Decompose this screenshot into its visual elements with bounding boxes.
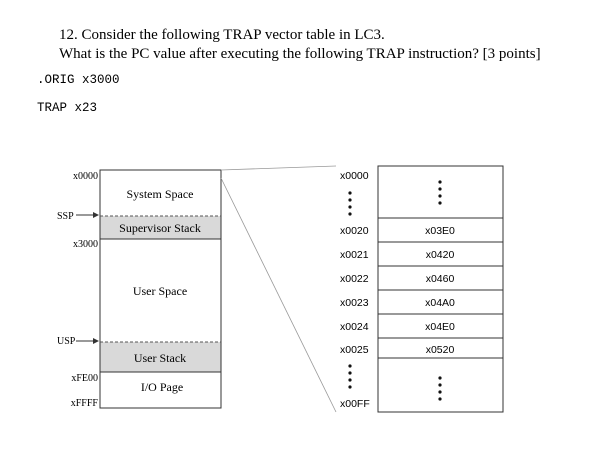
- address-x3000: x3000: [73, 239, 98, 250]
- vector-row-address: x0024: [340, 321, 369, 333]
- vector-row-value: x04A0: [425, 297, 455, 309]
- usp-arrowhead-icon: [93, 338, 99, 344]
- memory-map-outline: [99, 169, 222, 409]
- vector-row-value: x0420: [426, 249, 455, 261]
- question-line-2: What is the PC value after executing the…: [59, 46, 541, 62]
- code-orig-directive: .ORIG x3000: [37, 73, 120, 87]
- vector-row-value: x0460: [426, 273, 455, 285]
- ssp-label: SSP: [57, 211, 74, 222]
- vector-table-outline: [377, 165, 504, 413]
- vector-row-value: x03E0: [425, 225, 455, 237]
- zoom-line-top: [220, 165, 337, 171]
- ellipsis-icon: [438, 180, 442, 205]
- region-supervisor-stack: Supervisor Stack: [119, 221, 201, 235]
- vector-address-x0000: x0000: [340, 170, 369, 182]
- region-user-space: User Space: [133, 284, 187, 298]
- vector-row-value: x0520: [426, 344, 455, 356]
- user-stack-fill: [100, 342, 221, 372]
- question-line-1: 12. Consider the following TRAP vector t…: [59, 27, 385, 43]
- trap-vector-table: x0000 x0020 x03E0 x0021 x0420 x0022 x046…: [340, 165, 504, 413]
- vector-row-address: x0021: [340, 249, 369, 261]
- ellipsis-icon: [348, 364, 352, 389]
- memory-map: System Space Supervisor Stack User Space…: [57, 169, 222, 409]
- address-xfe00: xFE00: [71, 373, 98, 384]
- vector-address-x00ff: x00FF: [340, 398, 370, 410]
- address-xffff: xFFFF: [71, 398, 99, 409]
- region-system-space: System Space: [127, 187, 194, 201]
- vector-row-address: x0022: [340, 273, 369, 285]
- region-user-stack: User Stack: [134, 351, 186, 365]
- vector-row-value: x04E0: [425, 321, 455, 333]
- region-io-page: I/O Page: [141, 380, 183, 394]
- zoom-line-bottom: [220, 177, 337, 413]
- ellipsis-icon: [348, 191, 352, 216]
- vector-row-address: x0020: [340, 225, 369, 237]
- ellipsis-icon: [438, 376, 442, 401]
- supervisor-stack-fill: [100, 216, 221, 239]
- code-trap-instruction: TRAP x23: [37, 101, 98, 115]
- vector-row-address: x0025: [340, 344, 369, 356]
- vector-row-address: x0023: [340, 297, 369, 309]
- usp-label: USP: [57, 336, 76, 347]
- address-x0000: x0000: [73, 171, 98, 182]
- ssp-arrowhead-icon: [93, 212, 99, 218]
